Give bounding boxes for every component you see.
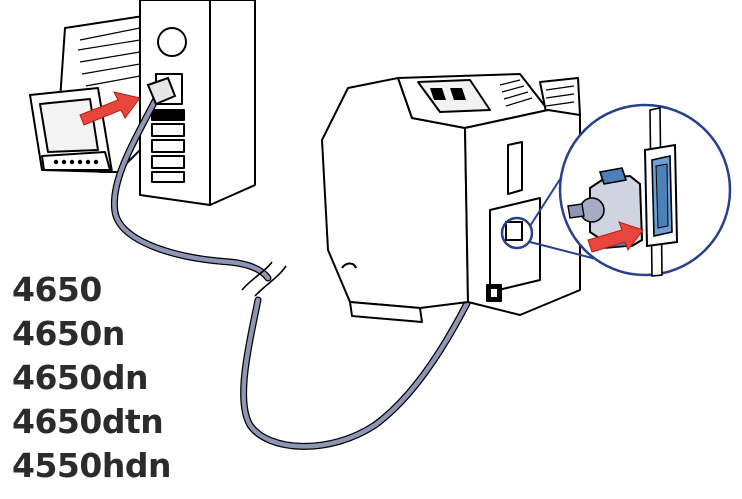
monitor-icon — [29, 14, 151, 173]
model-label: 4650dtn — [12, 402, 164, 441]
printer-icon — [321, 73, 581, 323]
model-label: 4650n — [12, 314, 125, 353]
printer-model-list: 4650 4650n 4650dn 4650dtn 4550hdn — [12, 268, 171, 488]
arrow-icon — [587, 221, 644, 253]
model-label: 4650dn — [12, 358, 148, 397]
printer-parallel-port — [505, 221, 523, 241]
model-label: 4650 — [12, 270, 102, 309]
arrow-icon — [79, 91, 141, 126]
model-label: 4550hdn — [12, 446, 171, 485]
computer-tower-icon — [139, 0, 256, 206]
